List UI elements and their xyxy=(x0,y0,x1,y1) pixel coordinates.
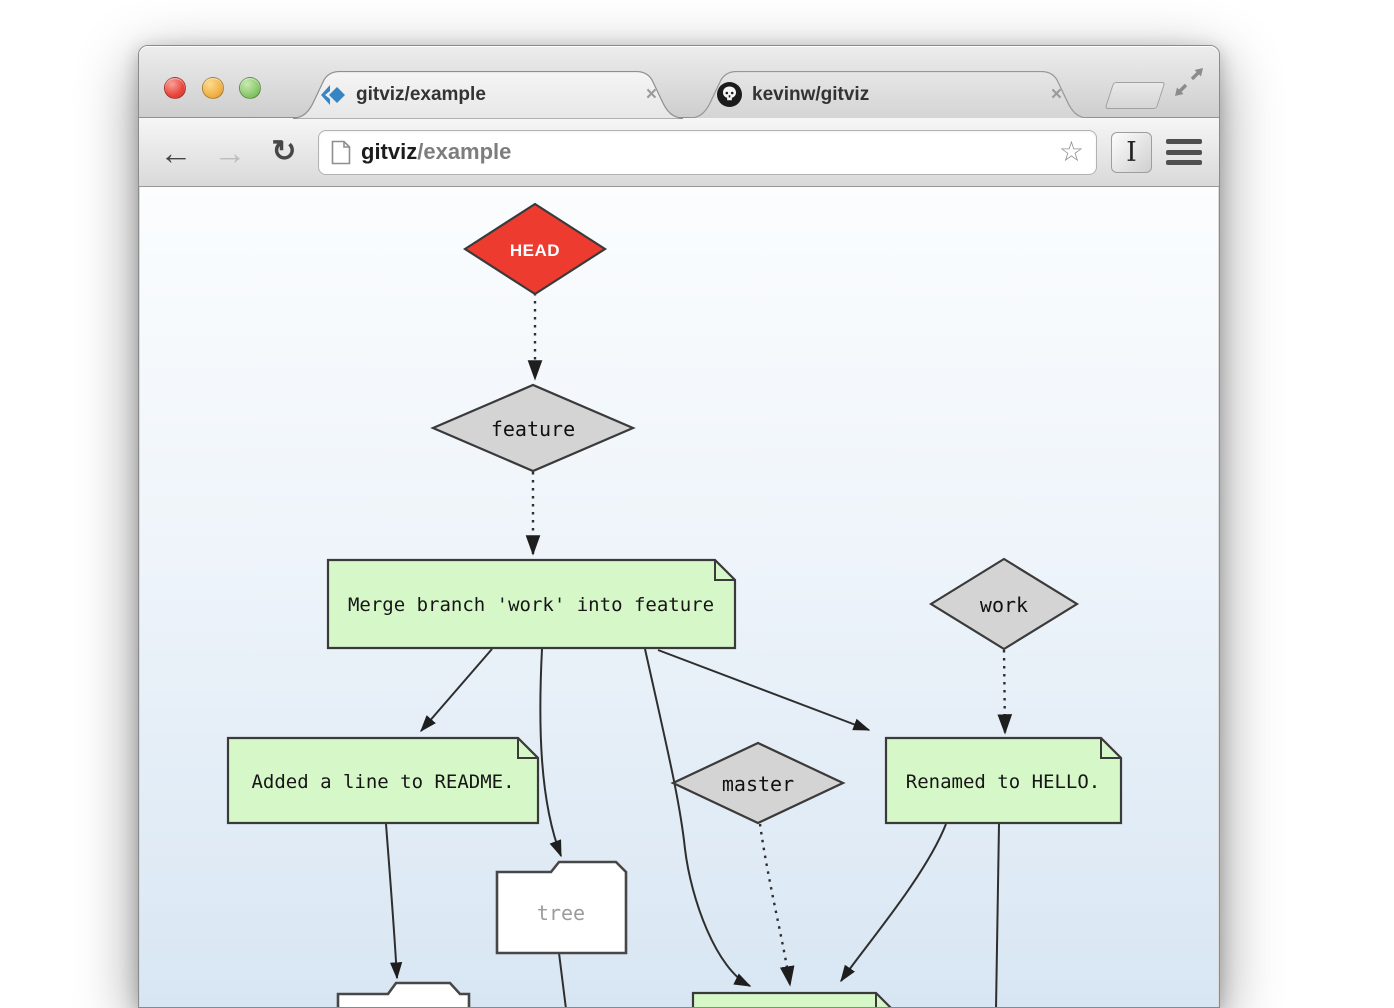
navigation-toolbar: ← → ↻ gitviz/example ☆ I xyxy=(139,118,1219,187)
edge-merge-bottom-commit xyxy=(644,648,752,987)
node-feature: feature xyxy=(430,383,636,473)
edge-merge-added xyxy=(420,648,493,733)
node-feature-label: feature xyxy=(491,417,575,441)
node-master: master xyxy=(670,741,846,825)
browser-window: gitviz/example × xyxy=(138,45,1220,1008)
edge-merge-renamed xyxy=(657,649,871,731)
tab-gitviz-example[interactable]: gitviz/example × xyxy=(293,71,683,119)
node-work-label: work xyxy=(980,593,1028,617)
node-renamed-commit-label: Renamed to HELLO. xyxy=(906,771,1100,793)
edge-added-bottom-folder xyxy=(385,823,403,980)
node-merge-commit: Merge branch 'work' into feature xyxy=(326,558,737,650)
minimize-window-button[interactable] xyxy=(202,77,224,99)
note-fold xyxy=(875,993,877,1007)
extension-button[interactable]: I xyxy=(1111,131,1152,173)
node-tree: tree xyxy=(495,860,628,955)
tab-close-icon[interactable]: × xyxy=(1050,84,1062,105)
back-button[interactable]: ← xyxy=(159,133,193,171)
page-content: HEAD feature Merge branch 'work' into fe… xyxy=(140,187,1218,1007)
github-favicon xyxy=(717,82,742,107)
graph-edges xyxy=(385,293,1013,1007)
new-tab-button[interactable] xyxy=(1104,82,1166,109)
tab-title: gitviz/example xyxy=(356,83,486,105)
node-added-commit-label: Added a line to README. xyxy=(251,771,514,793)
edge-tree-down xyxy=(558,952,567,1007)
edge-master-bottom-commit xyxy=(758,823,795,987)
zoom-window-button[interactable] xyxy=(239,77,261,99)
note-fold xyxy=(1100,738,1121,759)
bookmark-star-icon[interactable]: ☆ xyxy=(1058,136,1084,167)
node-bottom-commit xyxy=(691,991,892,1007)
node-merge-commit-label: Merge branch 'work' into feature xyxy=(348,594,714,616)
note-fold xyxy=(517,738,538,759)
node-head-label: HEAD xyxy=(510,241,560,260)
address-bar[interactable]: gitviz/example ☆ xyxy=(318,129,1097,175)
tab-title: kevinw/gitviz xyxy=(752,83,870,105)
url-path: /example xyxy=(417,139,512,164)
tab-shape xyxy=(690,71,1088,119)
node-head: HEAD xyxy=(462,202,608,296)
tab-close-icon[interactable]: × xyxy=(645,84,657,105)
reload-button[interactable]: ↻ xyxy=(271,135,297,168)
url-text: gitviz/example xyxy=(361,139,1049,165)
edge-work-renamed xyxy=(997,649,1013,735)
node-renamed-commit: Renamed to HELLO. xyxy=(884,736,1123,825)
close-window-button[interactable] xyxy=(164,77,186,99)
url-host: gitviz xyxy=(361,139,418,164)
gitviz-favicon xyxy=(321,84,345,105)
git-graph: HEAD feature Merge branch 'work' into fe… xyxy=(226,202,1123,1007)
edge-renamed-bottom-commit xyxy=(840,823,947,983)
tab-strip: gitviz/example × xyxy=(139,46,1219,119)
page-icon xyxy=(331,140,351,164)
edge-merge-tree xyxy=(539,648,562,858)
node-added-commit: Added a line to README. xyxy=(226,736,540,825)
node-tree-label: tree xyxy=(537,901,585,925)
edge-renamed-down xyxy=(995,823,1000,1007)
node-master-label: master xyxy=(722,772,794,796)
forward-button[interactable]: → xyxy=(213,133,247,171)
hamburger-menu-icon[interactable] xyxy=(1166,137,1202,167)
tab-kevinw-gitviz[interactable]: kevinw/gitviz × xyxy=(690,71,1088,119)
fullscreen-expand-icon[interactable] xyxy=(1171,64,1207,100)
tab-shape xyxy=(293,71,683,119)
node-work: work xyxy=(928,557,1080,651)
node-bottom-folder xyxy=(336,981,471,1007)
note-fold xyxy=(714,560,735,581)
